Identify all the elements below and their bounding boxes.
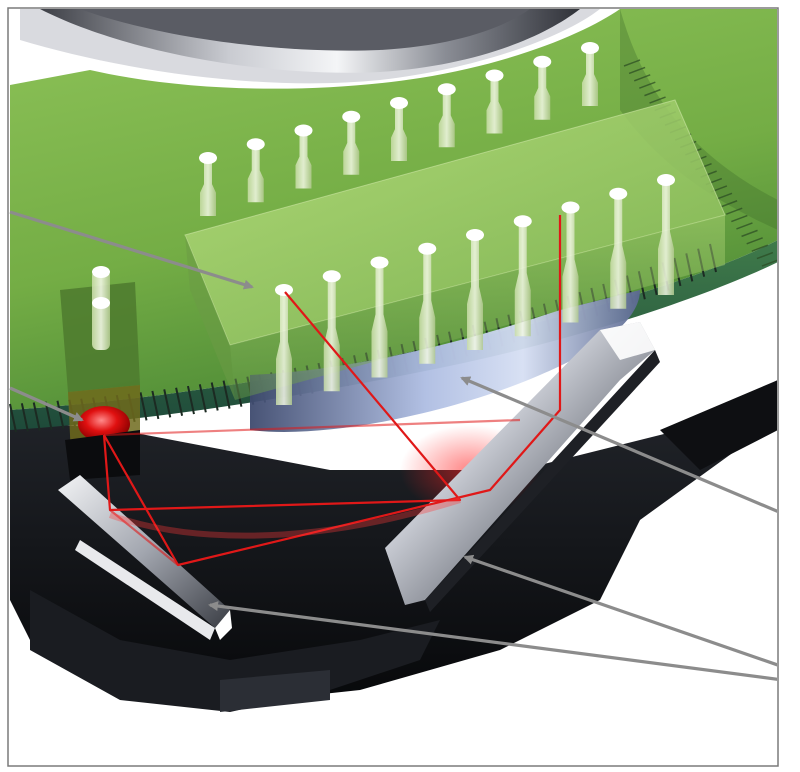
- sensor-pins-front: [275, 174, 675, 405]
- scale-tick: [761, 259, 777, 267]
- sensor-pin: [342, 110, 361, 175]
- scale-tick: [720, 200, 738, 208]
- sensor-pin: [657, 174, 675, 295]
- callout-arrows: [9, 210, 777, 681]
- scale-tick: [628, 66, 646, 75]
- callout-arrow-mirror-left: [208, 601, 777, 681]
- callout-arrow-sensor-chip: [9, 210, 254, 290]
- scale-tick: [163, 389, 172, 418]
- mirror-right: [385, 322, 660, 612]
- scale-tick: [715, 192, 733, 201]
- scale-tick: [741, 229, 758, 238]
- scale-tick: [736, 222, 753, 230]
- sensor-pin: [561, 201, 580, 323]
- scale-tick: [151, 390, 160, 420]
- laser-emitter: [78, 406, 130, 442]
- callout-arrow-lens: [460, 376, 777, 513]
- scale-tick: [623, 59, 641, 67]
- sensor-pin: [466, 229, 484, 350]
- scale-tick: [32, 402, 41, 431]
- mirror-left: [58, 475, 232, 640]
- scale-tick: [139, 392, 148, 421]
- sensor-pin: [513, 215, 532, 337]
- sensor-pin: [246, 138, 265, 203]
- sensor-pin: [294, 124, 313, 189]
- scale-tick: [186, 385, 195, 415]
- scale-tick: [44, 401, 53, 430]
- sensor-pin: [418, 242, 437, 364]
- sensor-pin: [609, 187, 628, 309]
- sensor-pin: [437, 83, 456, 148]
- laser-beam: [102, 215, 562, 567]
- sensor-pin: [581, 42, 599, 106]
- scale-tick: [9, 403, 17, 433]
- scale-tick: [198, 384, 207, 413]
- metal-ring: [20, 9, 600, 84]
- scale-tick: [175, 387, 184, 416]
- scale-tick: [56, 400, 65, 429]
- sensor-pin: [390, 97, 408, 161]
- callout-arrow-mirror-right: [463, 554, 777, 667]
- laser-diode: [60, 266, 140, 480]
- sensor-pin: [533, 55, 552, 120]
- scale-tick: [746, 237, 763, 245]
- scale-tick: [731, 214, 748, 223]
- scale-tick: [751, 244, 769, 252]
- scale-tick: [725, 207, 743, 215]
- lens: [250, 290, 640, 432]
- scale-tick: [756, 251, 774, 260]
- scale-tick: [649, 96, 666, 104]
- callout-arrow-laser-diode: [9, 386, 84, 422]
- scale-tick: [20, 403, 29, 432]
- scale-tick: [222, 380, 231, 409]
- sensor-pin: [322, 270, 341, 392]
- sensor-pin: [370, 256, 389, 378]
- scale-tick: [639, 81, 656, 89]
- sensor-pin: [485, 69, 504, 134]
- sensor-pin: [275, 284, 293, 405]
- scale-tick: [633, 74, 651, 82]
- sensor-pins-back: [199, 42, 599, 216]
- sensor-pin: [199, 152, 217, 216]
- scale-tick: [210, 382, 219, 411]
- scale-tick: [644, 88, 661, 97]
